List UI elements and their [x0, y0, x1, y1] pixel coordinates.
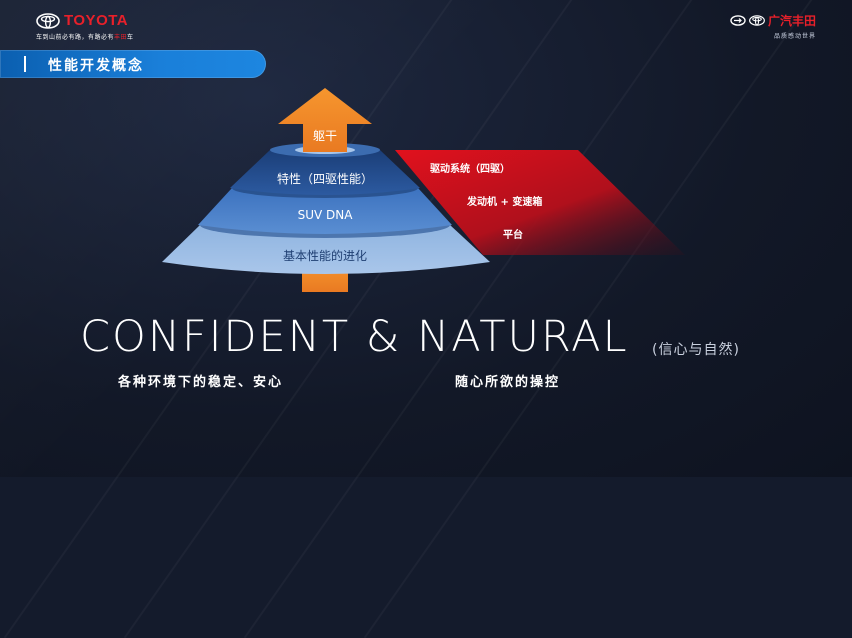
section-title: 性能开发概念 — [48, 58, 144, 74]
right-item-drive-system: 驱动系统（四驱） — [430, 164, 510, 175]
pyramid-top-label: 躯干 — [312, 129, 338, 143]
toyota-name: TOYOTA — [64, 12, 129, 29]
tier-1-shape — [230, 150, 420, 195]
slogan-suffix: 车 — [127, 34, 134, 41]
headline-main: CONFIDENT & NATURAL — [80, 312, 629, 362]
toyota-slogan: 车到山前必有路，有路必有丰田车 — [36, 32, 134, 41]
pyramid-graphic — [162, 88, 490, 292]
tier-2-shape — [198, 188, 452, 234]
gac-name: 广汽丰田 — [767, 14, 816, 28]
pyramid-tier-1-label: 特性（四驱性能） — [276, 172, 374, 186]
caption-right: 随心所欲的操控 — [455, 375, 561, 390]
toyota-small-logo-icon — [749, 15, 765, 26]
slogan-prefix: 车到山前必有路，有路必有 — [36, 34, 115, 41]
headline-translation: (信心与自然) — [652, 342, 740, 358]
arrow-up-icon — [278, 88, 372, 152]
right-item-engine-transmission: 发动机 + 变速箱 — [467, 197, 543, 208]
section-title-bar: 性能开发概念 — [0, 50, 266, 78]
caption-left: 各种环境下的稳定、安心 — [118, 375, 284, 390]
toyota-logo-icon — [36, 12, 60, 29]
right-item-platform: 平台 — [503, 230, 523, 241]
pyramid-tier-2-label: SUV DNA — [297, 208, 353, 222]
toyota-brand: TOYOTA 车到山前必有路，有路必有丰田车 — [36, 12, 134, 41]
tier-3-shape — [162, 225, 490, 274]
title-accent — [24, 56, 26, 72]
slogan-brand: 丰田 — [114, 34, 128, 41]
gac-subtitle: 品质感动世界 — [773, 33, 816, 40]
red-panel — [395, 150, 685, 255]
pyramid-tier-3-label: 基本性能的进化 — [282, 249, 368, 263]
gac-toyota-brand: 广汽丰田 品质感动世界 — [730, 12, 816, 40]
gac-logo-icon — [730, 15, 746, 26]
